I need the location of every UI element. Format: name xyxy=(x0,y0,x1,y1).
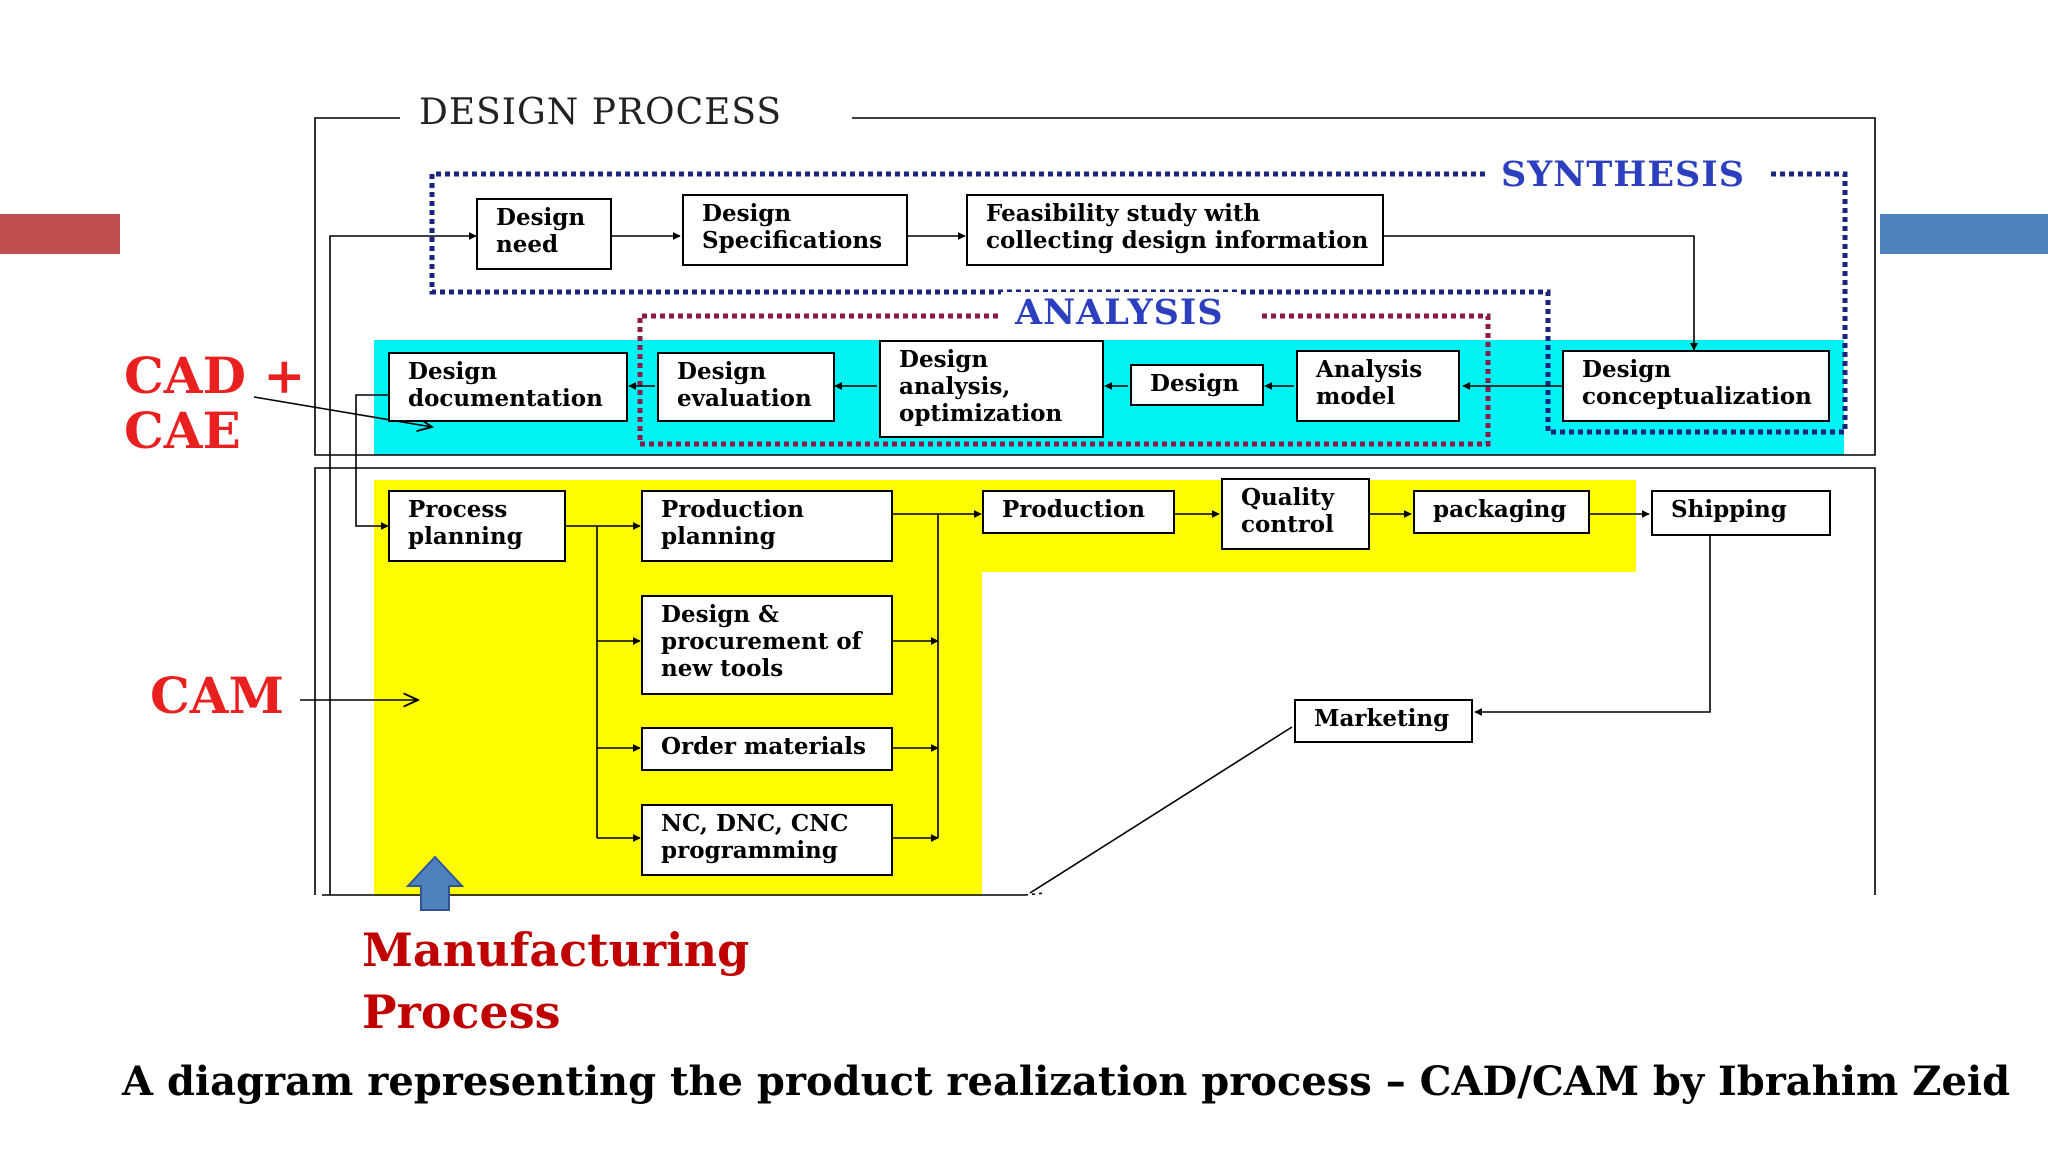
design-need-box: Design need xyxy=(476,198,612,270)
synthesis-boundary xyxy=(429,171,1848,435)
manufacturing-frame xyxy=(314,467,1876,895)
design-analysis-box: Design analysis, optimization xyxy=(879,340,1104,438)
design-procurement-box: Design & procurement of new tools xyxy=(641,595,893,695)
analysis-label: ANALYSIS xyxy=(1001,292,1238,333)
design-conceptualization-box: Design conceptualization xyxy=(1562,350,1830,422)
process-planning-box: Process planning xyxy=(388,490,566,562)
order-materials-box: Order materials xyxy=(641,727,893,771)
analysis-model-box: Analysis model xyxy=(1296,350,1460,422)
manufacturing-process-label: Manufacturing Process xyxy=(362,923,750,1039)
analysis-boundary xyxy=(637,313,1491,447)
quality-control-box: Quality control xyxy=(1221,478,1370,550)
decor-bar-right xyxy=(1880,214,2048,254)
design-specifications-box: Design Specifications xyxy=(682,194,908,266)
packaging-box: packaging xyxy=(1413,490,1590,534)
feasibility-study-box: Feasibility study with collecting design… xyxy=(966,194,1384,266)
diagram-caption: A diagram representing the product reali… xyxy=(122,1058,2011,1105)
design-box: Design xyxy=(1130,364,1264,406)
cam-label: CAM xyxy=(150,666,284,725)
synthesis-label: SYNTHESIS xyxy=(1487,154,1759,195)
production-planning-box: Production planning xyxy=(641,490,893,562)
design-process-frame xyxy=(314,117,1876,456)
cad-cae-label: CAD + CAE xyxy=(124,346,306,460)
nc-programming-box: NC, DNC, CNC programming xyxy=(641,804,893,876)
up-arrow-icon xyxy=(405,855,465,911)
production-box: Production xyxy=(982,490,1175,534)
design-documentation-box: Design documentation xyxy=(388,352,628,422)
decor-bar-left xyxy=(0,214,120,254)
design-evaluation-box: Design evaluation xyxy=(657,352,835,422)
design-process-title: DESIGN PROCESS xyxy=(405,92,797,133)
shipping-box: Shipping xyxy=(1651,490,1831,536)
marketing-box: Marketing xyxy=(1294,699,1473,743)
